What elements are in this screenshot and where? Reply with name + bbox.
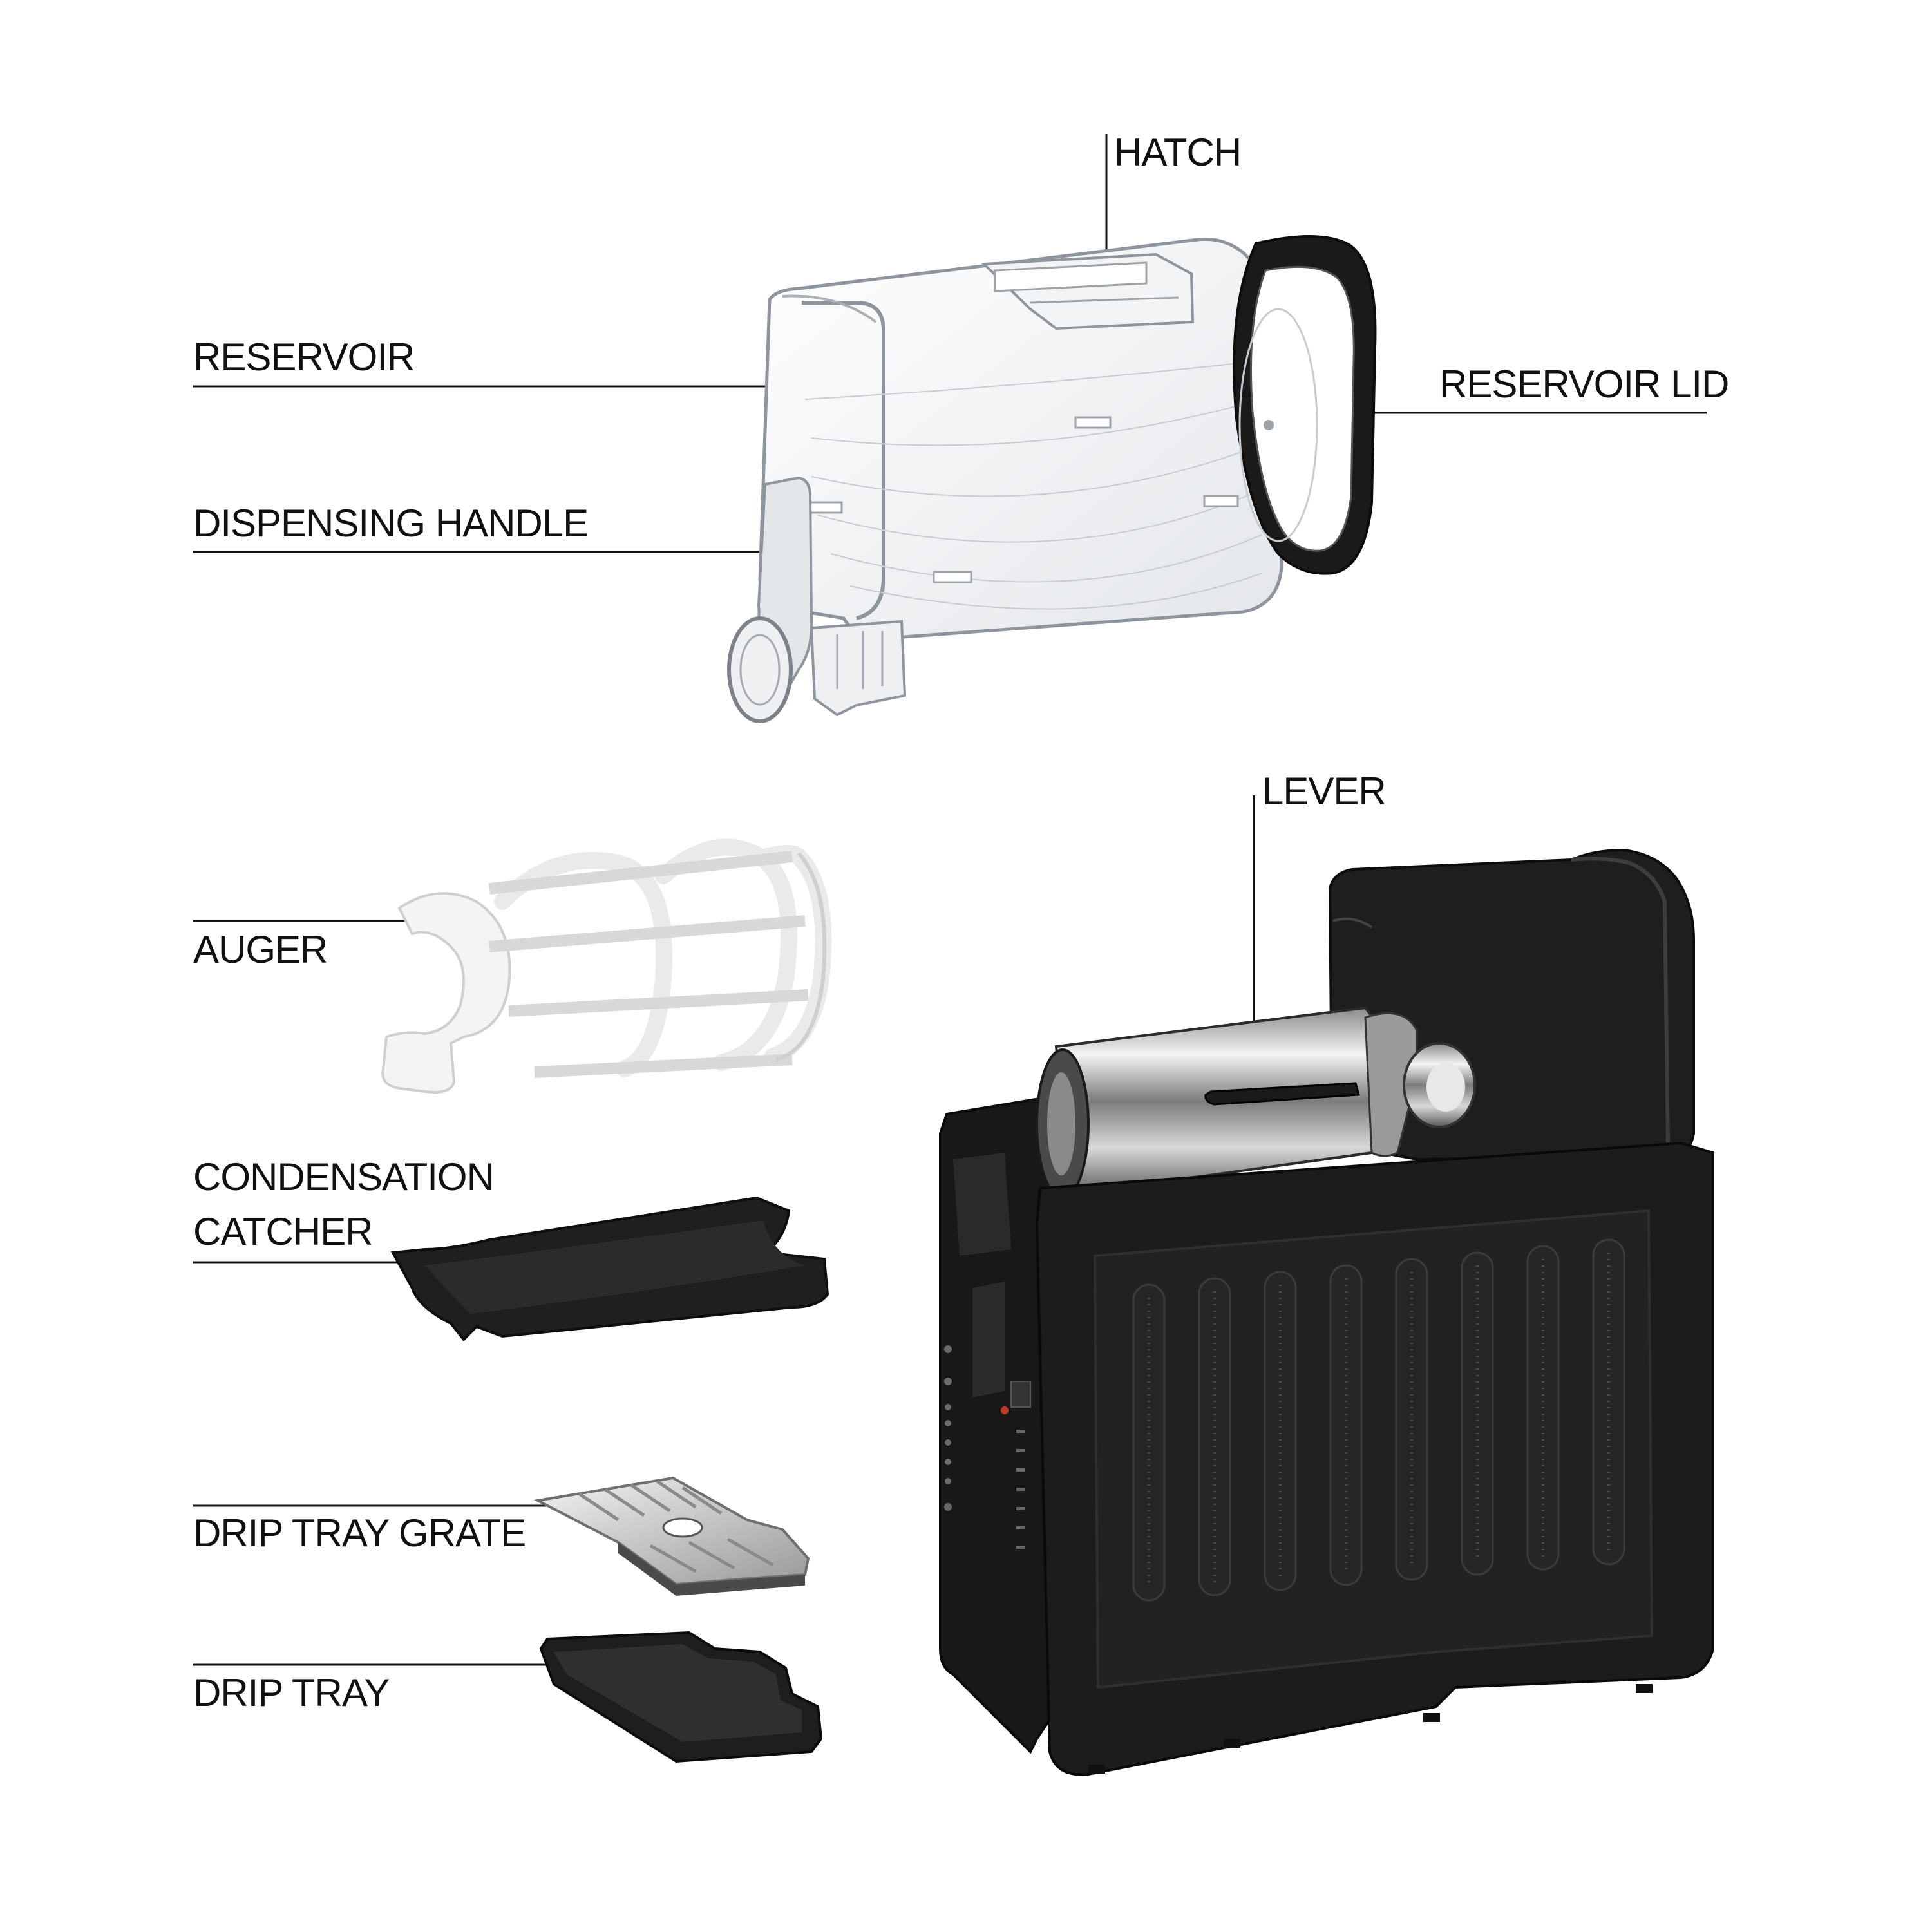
- reservoir-lid-label: RESERVOIR LID: [1439, 363, 1729, 406]
- condensation-catcher-label-line2: CATCHER: [193, 1210, 374, 1253]
- auger-label: AUGER: [193, 928, 328, 971]
- condensation-catcher-illustration: [390, 1196, 829, 1341]
- drip-tray-illustration: [539, 1631, 823, 1763]
- drip-tray-grate-illustration: [533, 1476, 810, 1596]
- machine-illustration: [939, 848, 1714, 1776]
- reservoir-illustration: [727, 234, 1377, 723]
- drip-tray-label: DRIP TRAY: [193, 1671, 390, 1714]
- reservoir-label: RESERVOIR: [193, 336, 415, 379]
- dispensing-handle-label: DISPENSING HANDLE: [193, 502, 589, 545]
- leader-lines: [193, 134, 1707, 1666]
- lever-label: LEVER: [1262, 770, 1387, 813]
- condensation-catcher-label-line1: CONDENSATION: [193, 1155, 495, 1198]
- auger-illustration: [381, 838, 832, 1094]
- drip-tray-grate-label: DRIP TRAY GRATE: [193, 1511, 526, 1555]
- hatch-label: HATCH: [1114, 131, 1242, 174]
